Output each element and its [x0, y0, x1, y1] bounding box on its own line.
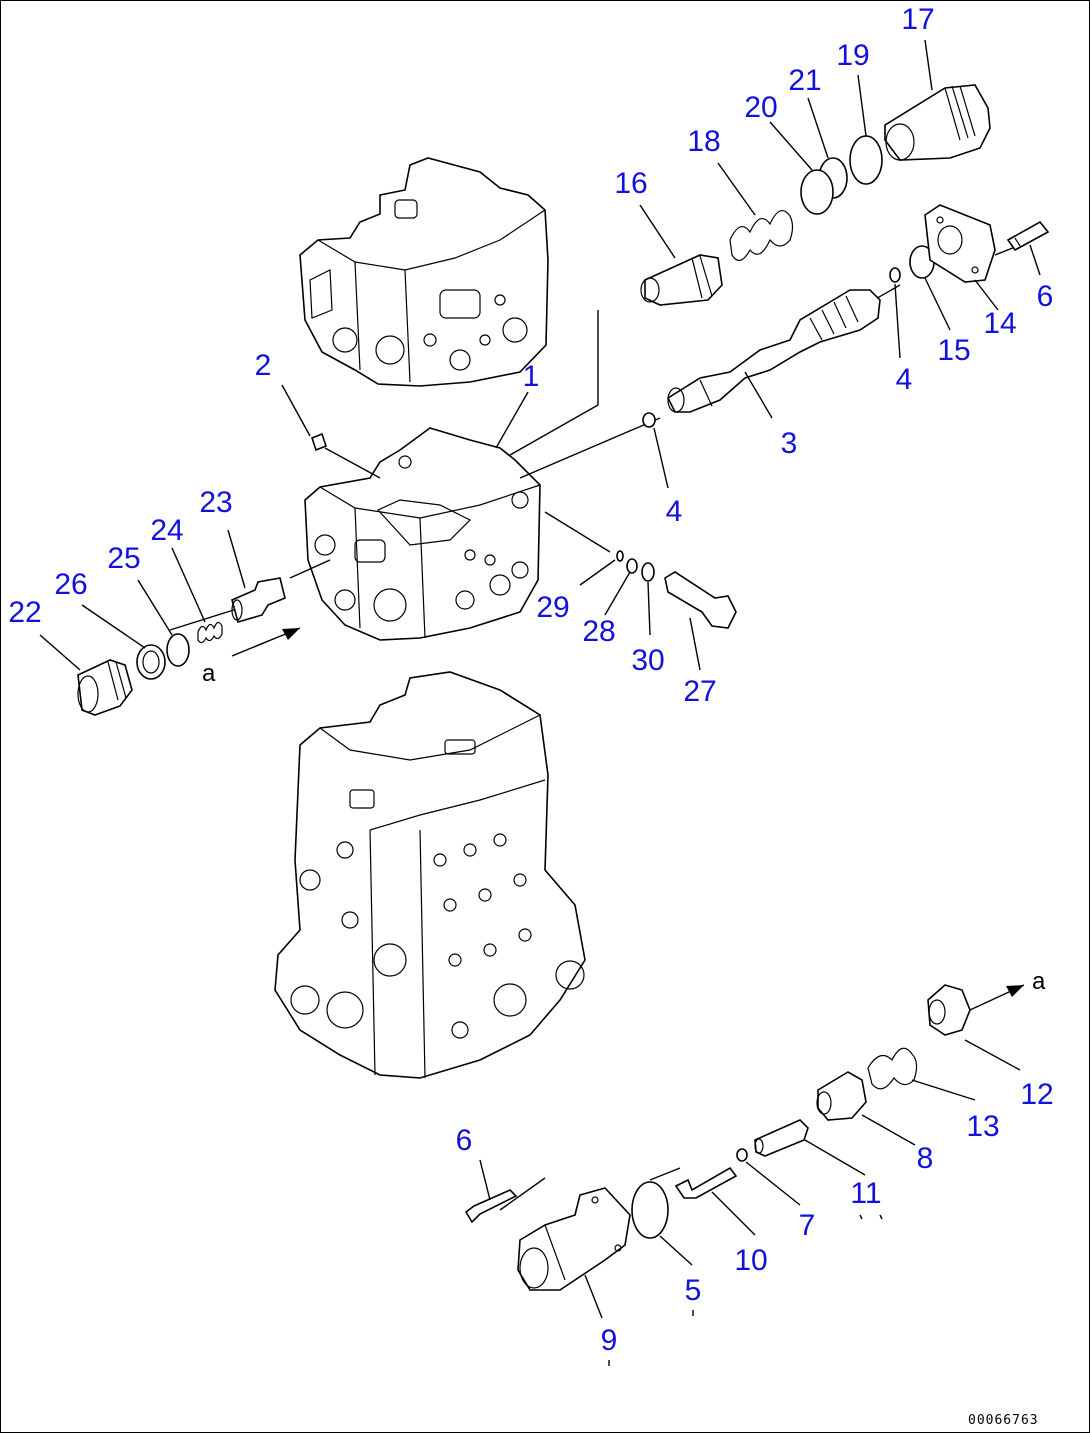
part-22-plug: [77, 659, 133, 716]
part-6-bolt-upper: [1006, 220, 1050, 252]
part-number-labels: 1 2 3 4 4 5 6 6 7 8 9 10 11 12 13 14 15 …: [8, 3, 1053, 1357]
part-4-ring-upper: [889, 267, 901, 283]
part-24-spring: [197, 621, 223, 644]
part-6-bolt-lower: [464, 1189, 518, 1224]
label-part-27: 27: [683, 675, 716, 708]
part-29-ring: [616, 550, 624, 562]
valve-body-section: [304, 427, 541, 641]
label-part-28: 28: [582, 615, 615, 648]
arrow-a-left: [231, 627, 301, 657]
document-number: 00066763: [968, 1413, 1039, 1428]
label-part-7: 7: [799, 1209, 816, 1242]
label-part-22: 22: [8, 596, 41, 629]
assembly-axis-lines: [169, 244, 1021, 1211]
label-part-14: 14: [983, 307, 1016, 340]
tick-marks: [608, 1214, 883, 1366]
label-part-17: 17: [901, 3, 934, 36]
label-part-11: 11: [850, 1177, 881, 1210]
arrow-label-a-right: a: [1032, 968, 1046, 995]
label-part-6-lower: 6: [456, 1124, 473, 1157]
label-part-12: 12: [1020, 1078, 1053, 1111]
part-30-ring: [641, 562, 655, 582]
part-13-spring: [867, 1047, 918, 1090]
part-25-oring: [166, 633, 190, 667]
arrow-a-right: [969, 984, 1025, 1011]
part-17-sleeve: [884, 84, 991, 161]
part-26-washer: [136, 644, 166, 680]
label-part-3: 3: [781, 427, 798, 460]
part-20-ring: [800, 169, 834, 215]
upper-valve-block: [299, 157, 549, 387]
label-part-23: 23: [199, 486, 232, 519]
part-11-pin: [754, 1119, 809, 1157]
label-part-25: 25: [107, 542, 140, 575]
label-part-2: 2: [255, 349, 272, 382]
label-part-19: 19: [836, 39, 869, 72]
label-part-26: 26: [54, 568, 87, 601]
label-part-9: 9: [601, 1324, 618, 1357]
label-part-16: 16: [614, 167, 647, 200]
part-9-cover: [517, 1187, 631, 1291]
part-3-spool: [666, 289, 881, 413]
part-5-oring: [631, 1181, 669, 1239]
label-part-4-upper: 4: [896, 363, 913, 396]
label-part-20: 20: [744, 91, 777, 124]
label-part-4-lower: 4: [666, 495, 683, 528]
label-part-15: 15: [937, 334, 970, 367]
arrow-label-a-left: a: [202, 660, 216, 687]
part-10-bolt: [674, 1166, 738, 1199]
label-part-5: 5: [685, 1274, 702, 1307]
part-8-sleeve: [816, 1071, 867, 1121]
label-part-13: 13: [966, 1110, 999, 1143]
part-23-piston: [231, 577, 286, 623]
part-27-bolt: [664, 571, 737, 629]
label-part-8: 8: [917, 1142, 934, 1175]
leader-lines: [39, 39, 1041, 1319]
part-18-spring: [729, 209, 794, 261]
label-part-30: 30: [631, 644, 664, 677]
part-19-ring: [849, 135, 883, 185]
label-part-10: 10: [734, 1244, 767, 1277]
label-part-24: 24: [150, 514, 183, 547]
part-12-plug: [927, 984, 971, 1036]
part-16-piston: [640, 254, 723, 306]
part-4-ring-lower: [642, 412, 656, 428]
part-14-cover: [924, 204, 996, 283]
part-7-ring: [736, 1148, 748, 1162]
label-part-18: 18: [687, 125, 720, 158]
lower-valve-block: [274, 671, 586, 1079]
label-part-6-upper: 6: [1037, 280, 1054, 313]
part-2-plug: [311, 432, 327, 452]
label-part-1: 1: [523, 360, 540, 393]
part-28-ring: [626, 558, 638, 574]
label-part-21: 21: [788, 64, 821, 97]
label-part-29: 29: [536, 591, 569, 624]
